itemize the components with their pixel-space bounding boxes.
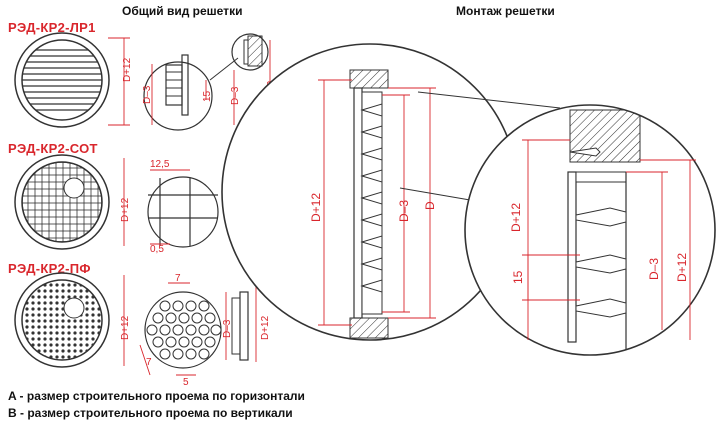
lr1-top-detail bbox=[231, 33, 269, 71]
model-label-pf: РЭД-КР2-ПФ bbox=[8, 261, 91, 276]
lr1-dim-d-minus-3: D–3 bbox=[142, 85, 153, 104]
model-label-sot: РЭД-КР2-СОТ bbox=[8, 141, 98, 156]
pf-side-view bbox=[231, 291, 249, 361]
sot-dim-12-5: 12,5 bbox=[150, 159, 170, 170]
mounting-heading: Монтаж решетки bbox=[456, 4, 555, 18]
pf-dim-d-minus-3: D–3 bbox=[222, 319, 233, 338]
detail-connector-lines bbox=[399, 91, 561, 201]
sot-dim-d-plus-12: D+12 bbox=[120, 197, 131, 222]
pf-dim-d-plus-12-b: D+12 bbox=[260, 315, 271, 340]
detail-dim-d-plus-12-b: D+12 bbox=[675, 253, 689, 282]
lr1-front-view bbox=[14, 32, 110, 128]
general-view-heading: Общий вид решетки bbox=[122, 4, 243, 18]
sot-front-view bbox=[14, 154, 110, 250]
pf-dim-7: 7 bbox=[175, 273, 181, 284]
legend-b: B - размер строительного проема по верти… bbox=[8, 406, 293, 420]
lr1-detail-circle bbox=[143, 57, 239, 131]
mounting-dim-d-plus-12: D+12 bbox=[309, 193, 323, 222]
sot-detail-circle bbox=[147, 176, 219, 248]
mounting-section-dimension-lines bbox=[318, 79, 436, 326]
mounting-detail-view bbox=[464, 104, 716, 356]
sot-dim-0-5: 0,5 bbox=[150, 244, 164, 255]
detail-dim-15: 15 bbox=[511, 270, 525, 284]
lr1-dim-d-plus-12: D+12 bbox=[122, 57, 133, 82]
pf-dim-d-plus-12: D+12 bbox=[120, 315, 131, 340]
pf-detail-circle bbox=[144, 291, 222, 369]
pf-dim-7-diag: 7 bbox=[146, 357, 152, 368]
pf-front-view bbox=[14, 272, 110, 368]
detail-dim-d-minus-3: D–3 bbox=[647, 258, 661, 280]
detail-dim-d-plus-12: D+12 bbox=[509, 203, 523, 232]
model-label-lr1: РЭД-КР2-ЛР1 bbox=[8, 20, 96, 35]
mounting-dim-d-minus-3: D–3 bbox=[397, 200, 411, 222]
lr1-dim-d-minus-3-b: D–3 bbox=[230, 86, 241, 105]
lr1-dim-15: 15 bbox=[202, 90, 213, 102]
mounting-dim-d: D bbox=[423, 201, 437, 210]
mounting-detail-dimension-lines bbox=[522, 139, 696, 340]
pf-dimension-lines bbox=[123, 275, 257, 376]
legend-a: A - размер строительного проема по гориз… bbox=[8, 389, 305, 403]
lr1-side-view bbox=[165, 54, 189, 116]
pf-dim-5: 5 bbox=[183, 377, 189, 388]
mounting-section-view bbox=[221, 43, 519, 341]
